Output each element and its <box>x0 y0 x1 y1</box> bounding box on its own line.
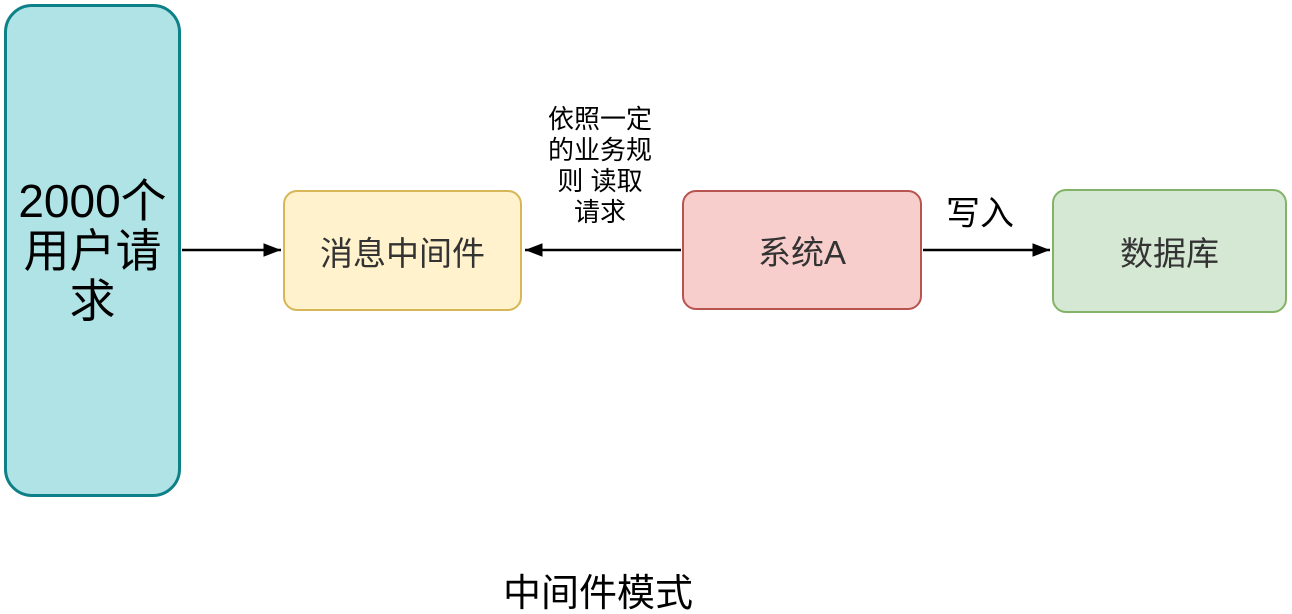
diagram-title: 中间件模式 <box>502 573 693 614</box>
node-database-label: 数据库 <box>1120 235 1219 272</box>
node-message-middleware-label: 消息中间件 <box>320 234 485 272</box>
edge-label-write: 写入 <box>946 195 1014 233</box>
node-system-a: 系统A <box>682 190 922 310</box>
node-system-a-label: 系统A <box>757 234 846 271</box>
edge-label-read-rules: 依照一定 的业务规 则 读取 请求 <box>547 104 652 227</box>
node-user-requests-label: 2000个 用户请 求 <box>18 174 167 327</box>
node-user-requests: 2000个 用户请 求 <box>4 4 181 497</box>
node-database: 数据库 <box>1052 189 1287 313</box>
node-message-middleware: 消息中间件 <box>283 190 522 311</box>
